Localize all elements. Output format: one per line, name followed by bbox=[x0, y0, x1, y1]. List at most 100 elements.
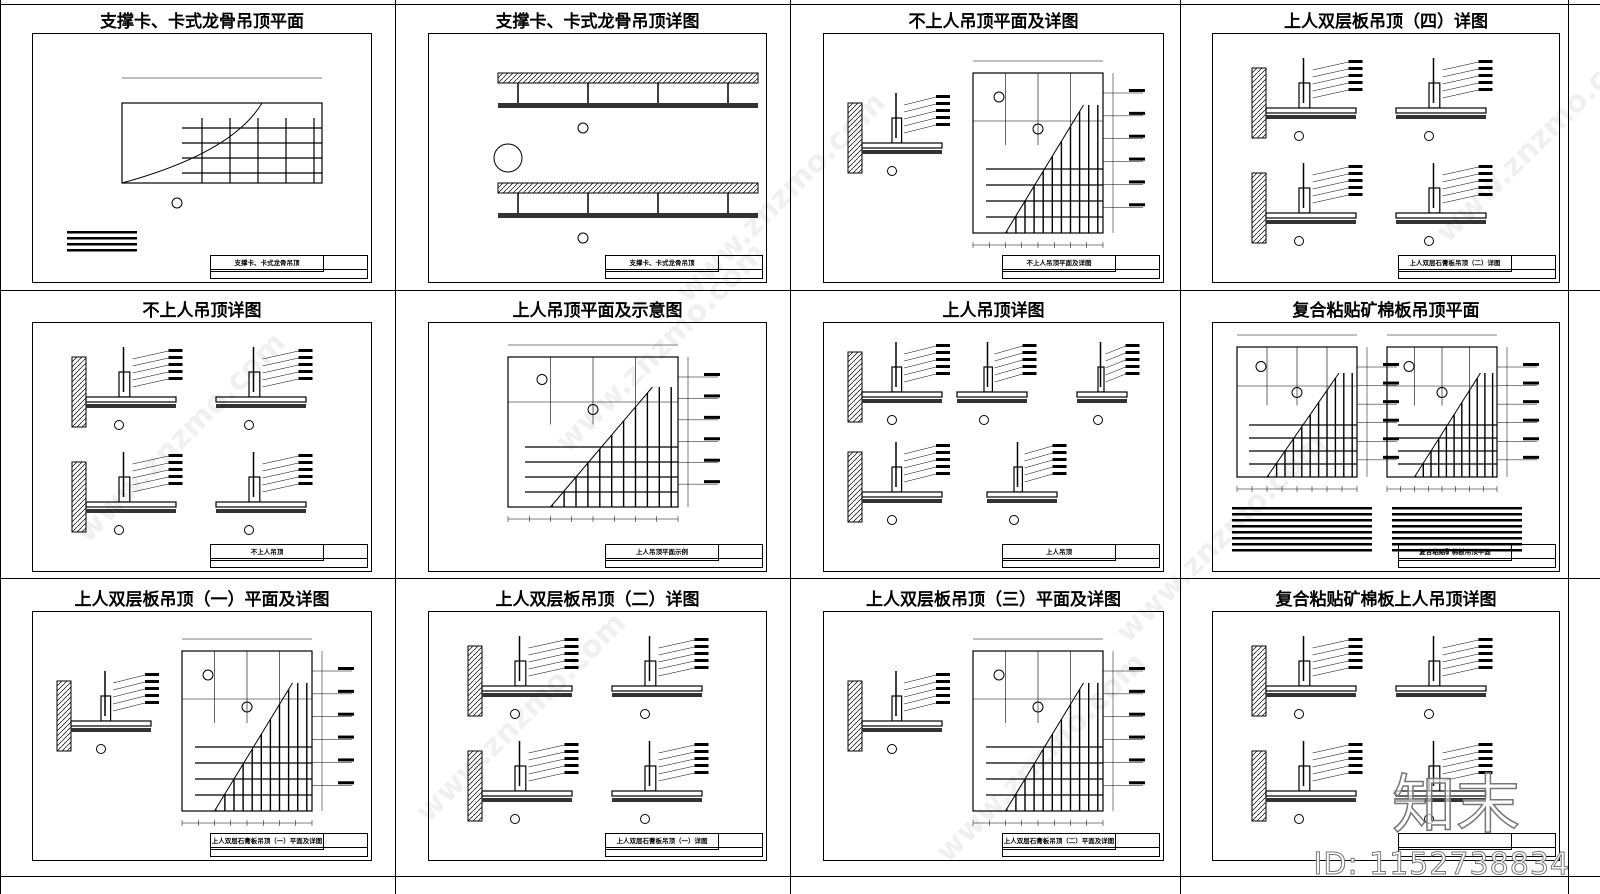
panel-title: 复合粘贴矿棉板吊顶平面 bbox=[1292, 301, 1480, 321]
drawing-frame bbox=[32, 611, 372, 861]
cut-line bbox=[121, 102, 263, 184]
detail-number-symbol bbox=[887, 515, 897, 525]
drawing-sheet-panel[interactable]: 上人双层板吊顶（一）平面及详图 上人双层石膏板吊顶（一）平面及详图 bbox=[32, 590, 372, 861]
gypsum-board bbox=[1266, 115, 1356, 119]
leader-line bbox=[903, 352, 937, 362]
annotation-text-mark bbox=[1022, 344, 1037, 347]
lamp-symbol bbox=[1032, 123, 1044, 135]
annotation-text-mark bbox=[1125, 351, 1140, 354]
leader-line bbox=[528, 646, 565, 656]
leader-line bbox=[1442, 187, 1479, 197]
note-text-mark bbox=[1392, 519, 1522, 522]
lamp-symbol bbox=[536, 374, 548, 385]
hanger-clip bbox=[248, 476, 261, 503]
annotation-text-mark bbox=[694, 764, 709, 767]
annotation-text-mark bbox=[145, 687, 159, 690]
hanger-clip bbox=[891, 117, 903, 144]
leader-line bbox=[112, 674, 146, 684]
drawing-content bbox=[467, 636, 709, 824]
drawing-sheet-panel[interactable]: 上人吊顶详图 上人吊顶 bbox=[823, 301, 1164, 572]
panel-title: 支撑卡、卡式龙骨吊顶详图 bbox=[495, 12, 700, 32]
drawing-sheet-panel[interactable]: 复合粘贴矿棉板吊顶平面 复合粘贴矿棉板吊顶平面 bbox=[1212, 301, 1560, 572]
leader-line bbox=[658, 744, 695, 754]
annotation-text-mark bbox=[1348, 743, 1363, 746]
annotation-text-mark bbox=[704, 480, 720, 484]
annotation-text-mark bbox=[1523, 381, 1539, 385]
drawing-sheet-panel[interactable]: 不上人吊顶平面及详图 不上人吊顶平面及详图 bbox=[823, 12, 1164, 283]
annotation-text-mark bbox=[564, 659, 579, 662]
leader-line bbox=[903, 695, 937, 705]
annotation-text-mark bbox=[298, 377, 313, 380]
main-keel bbox=[70, 720, 152, 727]
annotation-text-mark bbox=[1129, 203, 1145, 207]
annotation-text-mark bbox=[694, 757, 709, 760]
wall-section bbox=[847, 680, 863, 752]
annotation-text-mark bbox=[936, 673, 950, 676]
drawing-sheet-panel[interactable]: 不上人吊顶详图 不上人吊顶 bbox=[32, 301, 372, 572]
annotation-text-mark bbox=[1478, 172, 1493, 175]
drawing-sheet-panel[interactable]: 复合粘贴矿棉板上人吊顶详图 bbox=[1212, 590, 1560, 861]
watermark-id: ID: 1152738834 bbox=[1313, 847, 1570, 883]
leader-line bbox=[903, 466, 937, 476]
detail-number-symbol bbox=[577, 232, 589, 244]
main-keel bbox=[1395, 107, 1487, 114]
annotation-text-mark bbox=[694, 666, 709, 669]
annotation-text-mark bbox=[1052, 472, 1067, 475]
note-text-mark bbox=[1232, 537, 1372, 540]
annotation-text-mark bbox=[168, 461, 183, 464]
annotation-text-mark bbox=[1478, 165, 1493, 168]
lamp-symbol bbox=[1291, 387, 1303, 398]
annotation-text-mark bbox=[145, 694, 159, 697]
leader-line bbox=[132, 476, 169, 486]
leader-line bbox=[1442, 75, 1479, 85]
drawing-sheet-panel[interactable]: 上人吊顶平面及示意图 上人吊顶平面示例 bbox=[428, 301, 767, 572]
leader-line bbox=[903, 373, 937, 383]
wall-section bbox=[467, 645, 483, 717]
leader-line bbox=[262, 483, 299, 493]
annotation-text-mark bbox=[168, 454, 183, 457]
drawing-sheet-panel[interactable]: 支撑卡、卡式龙骨吊顶平面 支撑卡、卡式龙骨吊顶 bbox=[32, 12, 372, 283]
drawing-sheet-panel[interactable]: 支撑卡、卡式龙骨吊顶详图 支撑卡、卡式龙骨吊顶 bbox=[428, 12, 767, 283]
drawing-sheet-panel[interactable]: 上人双层板吊顶（二）详图 上人双层石膏板吊顶（一）详图 bbox=[428, 590, 767, 861]
main-keel bbox=[1395, 685, 1487, 692]
leader-line bbox=[1442, 173, 1479, 183]
wall-section bbox=[467, 750, 483, 822]
annotation-text-mark bbox=[1478, 771, 1493, 774]
title-block-name: 上人吊顶 bbox=[1003, 545, 1116, 561]
detail-number-symbol bbox=[1294, 814, 1304, 824]
leader-line bbox=[903, 681, 937, 691]
leader-line bbox=[658, 639, 695, 649]
leader-line bbox=[132, 364, 169, 374]
drawing-sheet-panel[interactable]: 上人双层板吊顶（三）平面及详图 上人双层石膏板吊顶（二）平面及详图 bbox=[823, 590, 1164, 861]
detail-number-symbol bbox=[640, 814, 650, 824]
annotation-text-mark bbox=[1348, 652, 1363, 655]
leader-line bbox=[112, 702, 146, 712]
annotation-text-mark bbox=[1523, 418, 1539, 422]
annotation-text-mark bbox=[1348, 645, 1363, 648]
main-keel bbox=[861, 391, 943, 398]
drawing-frame bbox=[428, 33, 767, 283]
title-block-signature-row bbox=[211, 847, 367, 856]
annotation-text-mark bbox=[1478, 60, 1493, 63]
leader-line bbox=[903, 96, 937, 106]
annotation-text-mark bbox=[1478, 81, 1493, 84]
annotation-text-mark bbox=[1129, 712, 1145, 716]
detail-number-symbol bbox=[640, 709, 650, 719]
annotation-text-mark bbox=[298, 461, 313, 464]
title-block-name: 上人双层石膏板吊顶（一）平面及详图 bbox=[211, 834, 324, 850]
gypsum-board bbox=[957, 399, 1027, 403]
annotation-text-mark bbox=[1129, 781, 1145, 785]
annotation-text-mark bbox=[1022, 351, 1037, 354]
gypsum-board bbox=[1396, 220, 1486, 224]
hanger-clip bbox=[1428, 660, 1441, 687]
detail-number-symbol bbox=[510, 814, 520, 824]
annotation-text-mark bbox=[168, 468, 183, 471]
leader-line bbox=[1024, 452, 1053, 462]
title-block: 不上人吊顶平面及详图 bbox=[1002, 255, 1160, 279]
annotation-text-mark bbox=[1383, 437, 1399, 441]
gypsum-board bbox=[86, 404, 176, 408]
leader-line bbox=[1312, 89, 1349, 99]
drawing-sheet-panel[interactable]: 上人双层板吊顶（四）详图 上人双层石膏板吊顶（二）详图 bbox=[1212, 12, 1560, 283]
annotation-text-mark bbox=[936, 465, 950, 468]
annotation-text-mark bbox=[1052, 458, 1067, 461]
